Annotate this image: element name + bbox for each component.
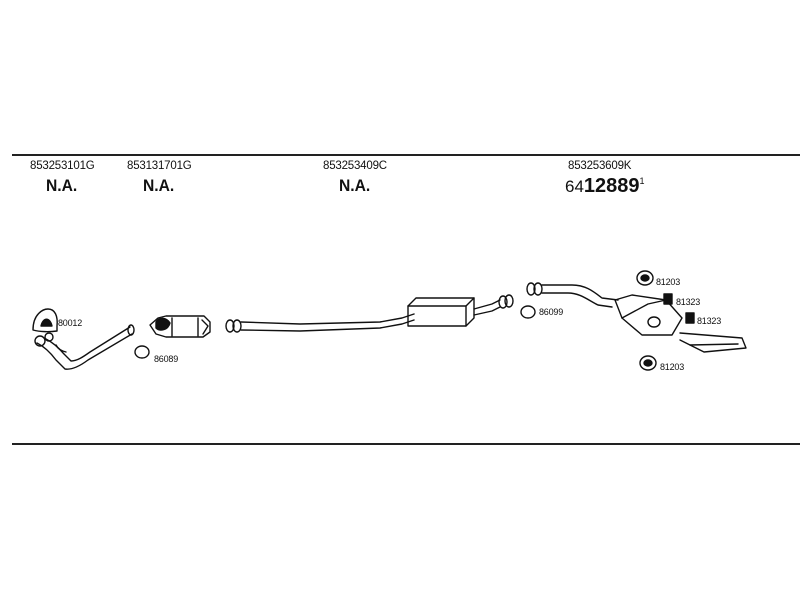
reference-main: 12889 [583,175,640,197]
bottom-divider [12,443,800,445]
reference-prefix: 64 [565,177,584,196]
callout-ring-front: 86089 [154,354,179,364]
reference-suffix: 1 [639,176,645,186]
top-divider [12,154,800,156]
availability-2: N.A. [143,176,175,195]
callout-mount-bottom: 81203 [660,362,685,372]
mount-bottom [639,355,657,371]
part-number-2: 853131701G [127,160,192,172]
sealing-ring-front [134,345,150,359]
callout-mount-top: 81203 [656,277,681,287]
availability-1: N.A. [46,176,78,195]
clamp-1 [663,293,673,305]
callout-ring-mid: 86099 [539,307,564,317]
part-number-3: 853253409C [323,160,387,172]
front-gasket [32,308,58,333]
callout-clamp-2: 81323 [697,316,722,326]
catalytic-converter [149,315,211,338]
clamp-2 [685,312,695,324]
centre-pipe-with-silencer [225,294,514,333]
reference-number-4: 64128891 [565,175,645,198]
front-pipe [34,324,135,370]
part-number-1: 853253101G [30,160,95,172]
rear-pipe-with-silencer [526,282,747,353]
callout-gasket-front: 80012 [58,318,83,328]
callout-clamp-1: 81323 [676,297,701,307]
part-number-4: 853253609K [568,160,632,172]
sealing-ring-mid [520,305,536,319]
mount-top [636,270,654,286]
availability-3: N.A. [339,176,371,195]
